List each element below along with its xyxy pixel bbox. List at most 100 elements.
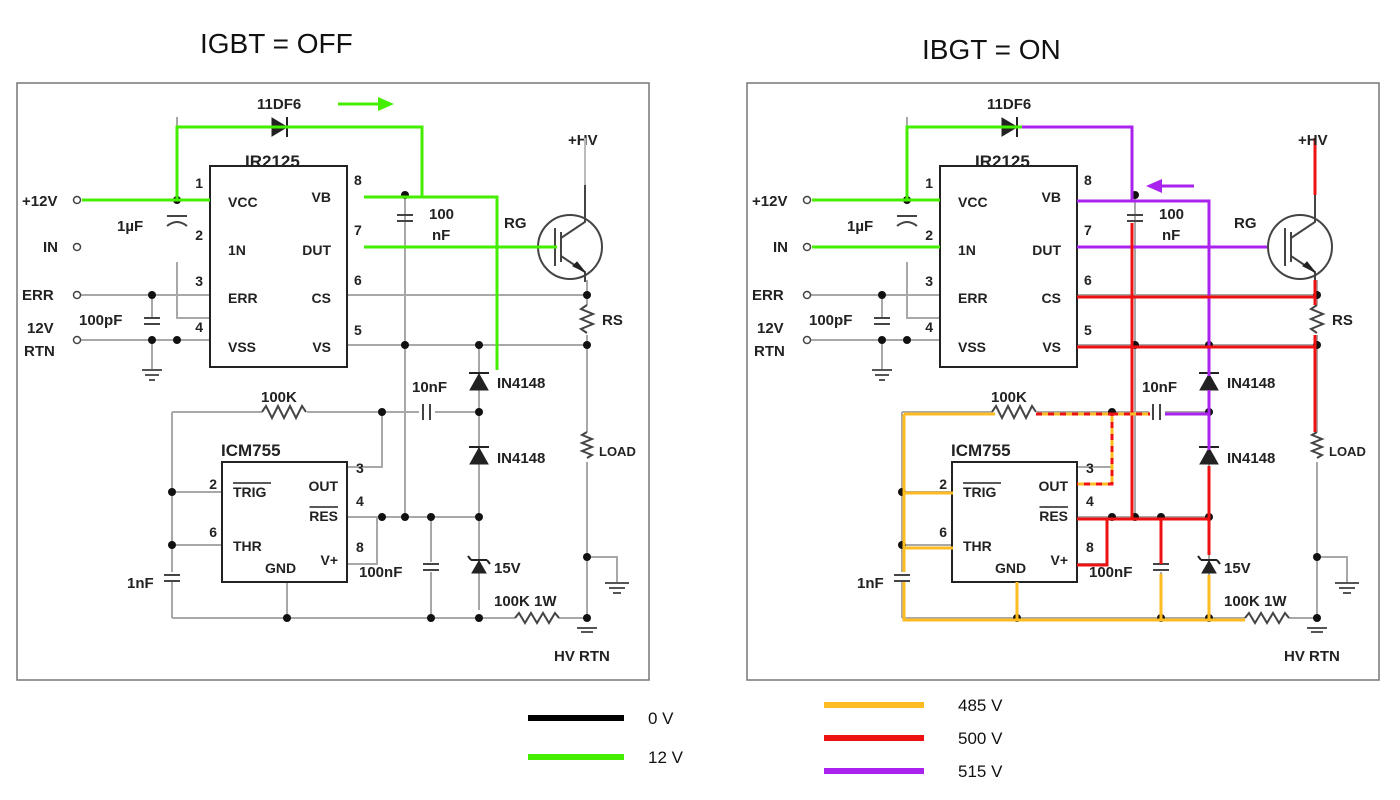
legend-label-0V: 0 V (648, 709, 674, 728)
ir2125-pin-4-name: VSS (228, 339, 256, 355)
nets-dashed-485-500 (1036, 412, 1150, 486)
icm755-pin-6-number: 6 (939, 524, 947, 540)
ir2125-pin-4-name: VSS (958, 339, 986, 355)
zener-15v-label: 15V (1224, 560, 1251, 577)
cap-100nf-low-label: 100nF (1089, 564, 1132, 581)
legend-label-500V: 500 V (958, 729, 1003, 748)
nets-485v (902, 412, 1245, 622)
plus12v-label: +12V (752, 193, 787, 210)
icm755-pin-4-name: RES (309, 508, 338, 524)
ir2125-pin-3-name: ERR (958, 290, 988, 306)
nets-12v-off (82, 125, 557, 370)
icm755-pin-2-name: TRIG (963, 484, 997, 500)
resistor-100k-1w-label: 100K 1W (1224, 593, 1287, 610)
icm755-pin-6-name: THR (233, 538, 262, 554)
err-label: ERR (752, 287, 784, 304)
ir2125-pin-1-name: VCC (228, 194, 258, 210)
in-label: IN (43, 239, 58, 256)
icm755-pin-4-number: 4 (1086, 493, 1094, 509)
err-label: ERR (22, 287, 54, 304)
ir2125-pin-2-name: 1N (228, 242, 246, 258)
ir2125-pin-6-number: 6 (354, 272, 362, 288)
cap-1nf-label: 1nF (127, 575, 154, 592)
ir2125-pin-6-name: CS (312, 290, 331, 306)
legend-label-515V: 515 V (958, 762, 1003, 781)
zener-15v-label: 15V (494, 560, 521, 577)
icm755-label: ICM755 (951, 441, 1011, 460)
rtn-12v-label: 12V (757, 320, 784, 337)
in-label: IN (773, 239, 788, 256)
cap-100pf-label: 100pF (79, 312, 122, 329)
icm755-label: ICM755 (221, 441, 281, 460)
ir2125-pin-8-name: VB (312, 189, 331, 205)
icm755-pin-3-name: OUT (308, 478, 338, 494)
icm755-pin-2-number: 2 (209, 476, 217, 492)
ir2125-pin-7-name: DUT (1032, 242, 1061, 258)
ir2125-pin-1-number: 1 (925, 175, 933, 191)
diode-in4148-lower-label: IN4148 (497, 450, 545, 467)
plus12v-label: +12V (22, 193, 57, 210)
cap-10nf-label: 10nF (1142, 379, 1177, 396)
cap-100nf-a-label: 100 (429, 206, 454, 223)
diode-in4148-lower-label: IN4148 (1227, 450, 1275, 467)
ir2125-pin-5-number: 5 (1084, 322, 1092, 338)
hv-label: +HV (568, 132, 598, 149)
load-label: LOAD (1329, 444, 1366, 459)
cap-10nf-label: 10nF (412, 379, 447, 396)
cap-100pf-label: 100pF (809, 312, 852, 329)
ir2125-pin-3-number: 3 (195, 273, 203, 289)
rtn-word-label: RTN (754, 343, 785, 360)
resistor-100k-label: 100K (261, 389, 297, 406)
ir2125-pin-8-name: VB (1042, 189, 1061, 205)
cap-100nf-b-label: nF (432, 227, 450, 244)
icm755-gnd-label: GND (995, 560, 1026, 576)
title-igbt-off: IGBT = OFF (200, 28, 353, 59)
hv-rtn-label: HV RTN (1284, 648, 1340, 665)
icm755-pin-8-name: V+ (1050, 552, 1068, 568)
nets-515v (1022, 125, 1267, 450)
ir2125-pin-4-number: 4 (195, 319, 203, 335)
ir2125-pin-8-number: 8 (1084, 172, 1092, 188)
cap-100nf-b-label: nF (1162, 227, 1180, 244)
cap-100nf-a-label: 100 (1159, 206, 1184, 223)
ir2125-pin-2-number: 2 (195, 227, 203, 243)
rs-label: RS (602, 312, 623, 329)
ir2125-pin-1-name: VCC (958, 194, 988, 210)
ir2125-pin-5-name: VS (1042, 339, 1061, 355)
ir2125-pin-2-name: 1N (958, 242, 976, 258)
icm755-pin-4-number: 4 (356, 493, 364, 509)
ir2125-pin-7-number: 7 (1084, 222, 1092, 238)
cap-1uf-label: 1µF (847, 218, 873, 235)
ir2125-pin-7-name: DUT (302, 242, 331, 258)
diode-in4148-upper-label: IN4148 (1227, 375, 1275, 392)
cap-1uf-label: 1µF (117, 218, 143, 235)
resistor-100k-label: 100K (991, 389, 1027, 406)
rs-label: RS (1332, 312, 1353, 329)
ir2125-pin-4-number: 4 (925, 319, 933, 335)
icm755-pin-2-number: 2 (939, 476, 947, 492)
arrow-left-icon (1146, 179, 1194, 193)
icm755-pin-6-number: 6 (209, 524, 217, 540)
icm755-pin-8-number: 8 (1086, 539, 1094, 555)
rg-label: RG (504, 215, 527, 232)
ir2125-label: IR2125 (975, 152, 1030, 171)
icm755-pin-6-name: THR (963, 538, 992, 554)
hv-label: +HV (1298, 132, 1328, 149)
ir2125-pin-3-name: ERR (228, 290, 258, 306)
ir2125-pin-8-number: 8 (354, 172, 362, 188)
diode-in4148-upper-label: IN4148 (497, 375, 545, 392)
ir2125-pin-7-number: 7 (354, 222, 362, 238)
hv-rtn-label: HV RTN (554, 648, 610, 665)
rtn-12v-label: 12V (27, 320, 54, 337)
legend-label-12V: 12 V (648, 748, 684, 767)
ir2125-pin-3-number: 3 (925, 273, 933, 289)
icm755-gnd-label: GND (265, 560, 296, 576)
ir2125-pin-6-number: 6 (1084, 272, 1092, 288)
legend-off: 0 V 12 V (528, 709, 684, 767)
load-label: LOAD (599, 444, 636, 459)
icm755-pin-3-name: OUT (1038, 478, 1068, 494)
